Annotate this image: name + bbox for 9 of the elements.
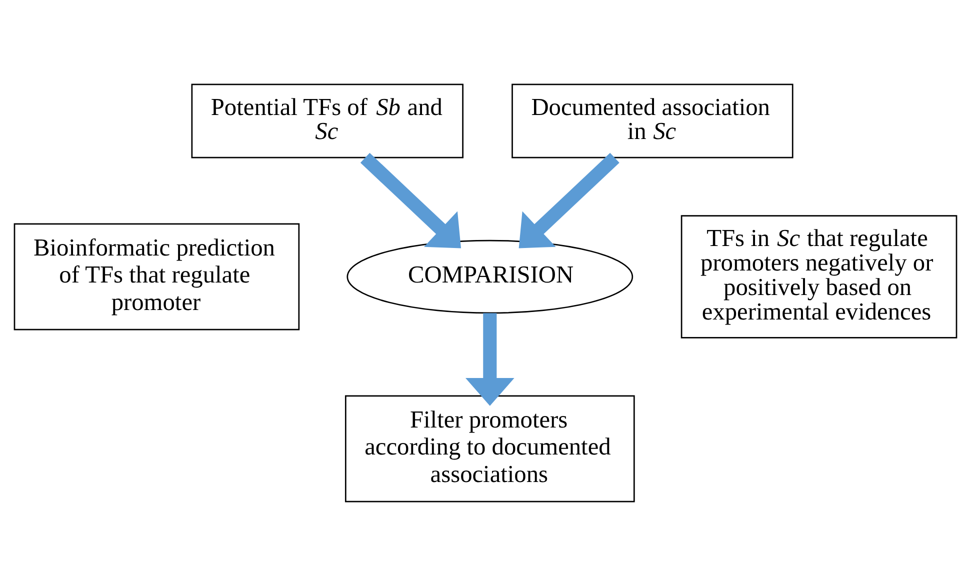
- node-box: Filter promoters according to documented associations: [344, 394, 635, 502]
- node-box: Documented association in Sc: [512, 83, 794, 158]
- node-box: TFs in Sc that regulate promoters negatively or positively based on experimental evidences: [680, 214, 958, 338]
- arrow: [466, 312, 514, 406]
- arrow: [360, 152, 461, 248]
- arrow: [518, 152, 620, 248]
- node-box: Bioinformatic prediction of TFs that regulate promoter: [14, 222, 300, 330]
- node-ellipse: COMPARISION: [346, 239, 634, 314]
- node-box: Potential TFs of Sb and Sc: [191, 83, 464, 158]
